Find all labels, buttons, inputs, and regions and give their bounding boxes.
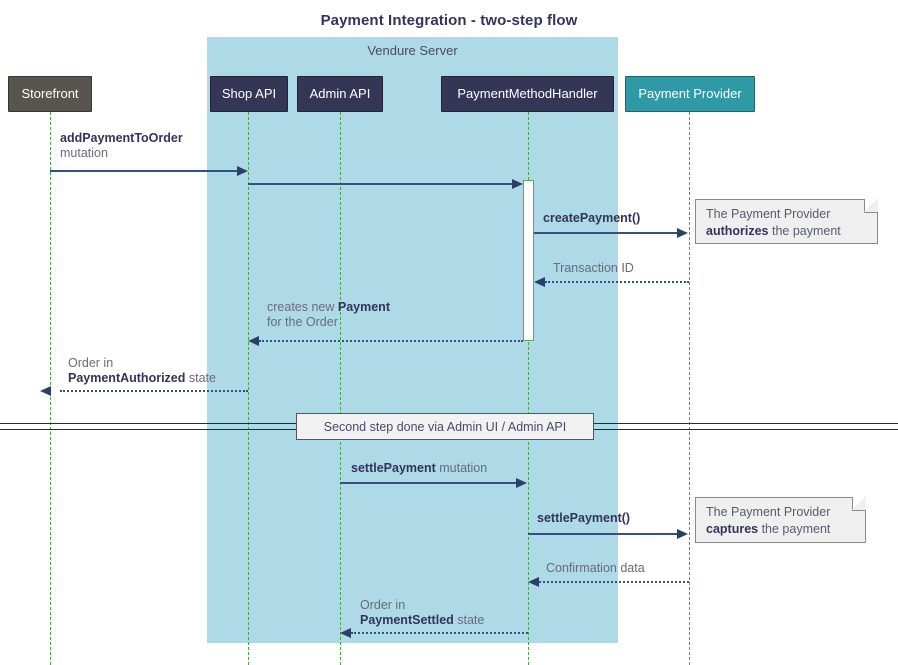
message-label-settle-payment-call: settlePayment() [537, 511, 630, 526]
message-bold-settle-payment-mutation: settlePayment [351, 461, 436, 475]
message-label-order-payment-authorized: Order in PaymentAuthorized state [68, 356, 216, 386]
message-line-order-payment-authorized [60, 390, 248, 392]
message-arrow-create-payment [677, 228, 688, 238]
participant-storefront-label: Storefront [21, 85, 79, 101]
note-fold-icon-2 [852, 496, 866, 511]
message-arrow-order-payment-authorized [40, 386, 51, 396]
lifeline-payment-method-handler [528, 112, 529, 665]
lifeline-admin-api [340, 112, 341, 665]
note-capture-line1: The Payment Provider [706, 505, 831, 519]
participant-payment-method-handler[interactable]: PaymentMethodHandler [441, 76, 614, 112]
note-authorize: The Payment Provider authorizes the paym… [695, 198, 878, 244]
message-suffix-settle-payment-mutation: mutation [435, 461, 488, 475]
page-title: Payment Integration - two-step flow [320, 12, 578, 29]
divider-label: Second step done via Admin UI / Admin AP… [323, 419, 567, 434]
message-label-create-payment: createPayment() [543, 211, 640, 226]
message-line-confirmation-data [539, 581, 689, 583]
participant-payment-provider-label: Payment Provider [638, 85, 742, 101]
participant-shop-api[interactable]: Shop API [210, 76, 288, 112]
lifeline-shop-api [248, 112, 249, 665]
message-text-confirmation-data: Confirmation data [546, 561, 645, 575]
message-line-order-payment-settled [351, 632, 528, 634]
note-authorize-line2: authorizes the payment [706, 223, 867, 240]
message-bold-order-payment-settled: PaymentSettled [360, 613, 454, 627]
participant-storefront[interactable]: Storefront [8, 76, 92, 112]
message-bold-add-payment-to-order: addPaymentToOrder [60, 131, 183, 145]
group-vendure-server-label: Vendure Server [367, 43, 458, 58]
message-arrow-add-payment-to-order [237, 166, 248, 176]
message-label-confirmation-data: Confirmation data [546, 561, 645, 576]
message-suffix-order-payment-settled: state [453, 613, 485, 627]
participant-shop-api-label: Shop API [221, 85, 277, 101]
message-line-transaction-id [545, 281, 689, 283]
message-line-creates-new-payment [259, 340, 523, 342]
message-arrow-shop-api-to-handler [512, 179, 523, 189]
note-capture: The Payment Provider captures the paymen… [695, 496, 866, 543]
message-text-transaction-id: Transaction ID [553, 261, 634, 275]
message-line-add-payment-to-order [50, 170, 238, 172]
participant-admin-api[interactable]: Admin API [297, 76, 383, 112]
message-arrow-confirmation-data [528, 577, 539, 587]
message-arrow-order-payment-settled [340, 628, 351, 638]
message-suffix-order-payment-authorized: state [185, 371, 216, 385]
message-arrow-creates-new-payment [248, 336, 259, 346]
message-bold-creates-new-payment: Payment [337, 300, 390, 314]
message-line2-add-payment-to-order: mutation [60, 146, 108, 160]
message-arrow-settle-payment-mutation [516, 478, 527, 488]
message-label-order-payment-settled: Order in PaymentSettled state [360, 598, 484, 628]
lifeline-payment-provider [689, 112, 690, 665]
message-bold-settle-payment-call: settlePayment() [537, 511, 631, 525]
message-arrow-transaction-id [534, 277, 545, 287]
activation-bar-payment-method-handler [523, 180, 534, 341]
message-line1-order-payment-settled: Order in [360, 598, 406, 612]
message-label-add-payment-to-order: addPaymentToOrder mutation [60, 131, 183, 161]
note-capture-after: the payment [758, 522, 831, 536]
message-line-settle-payment-mutation [340, 482, 517, 484]
message-label-transaction-id: Transaction ID [553, 261, 634, 276]
message-label-settle-payment-mutation: settlePayment mutation [351, 461, 487, 476]
participant-payment-provider[interactable]: Payment Provider [625, 76, 755, 112]
message-bold-create-payment: createPayment() [543, 211, 641, 225]
message-prefix-creates-new-payment: creates new [267, 300, 338, 314]
message-label-creates-new-payment: creates new Payment for the Order [267, 300, 390, 330]
message-arrow-settle-payment-call [677, 529, 688, 539]
message-bold-order-payment-authorized: PaymentAuthorized [68, 371, 186, 385]
participant-payment-method-handler-label: PaymentMethodHandler [457, 85, 598, 101]
note-capture-bold: captures [706, 522, 759, 536]
participant-admin-api-label: Admin API [309, 85, 371, 101]
note-capture-line2: captures the payment [706, 521, 855, 538]
message-line-shop-api-to-handler [248, 183, 513, 185]
message-line1-order-payment-authorized: Order in [68, 356, 114, 370]
note-authorize-bold: authorizes [706, 224, 769, 238]
note-authorize-after: the payment [768, 224, 841, 238]
message-line-settle-payment-call [528, 533, 678, 535]
message-line2-creates-new-payment: for the Order [267, 315, 338, 329]
note-authorize-line1: The Payment Provider [706, 207, 831, 221]
note-fold-icon [864, 198, 878, 213]
divider-box: Second step done via Admin UI / Admin AP… [296, 413, 594, 440]
message-line-create-payment [534, 232, 678, 234]
